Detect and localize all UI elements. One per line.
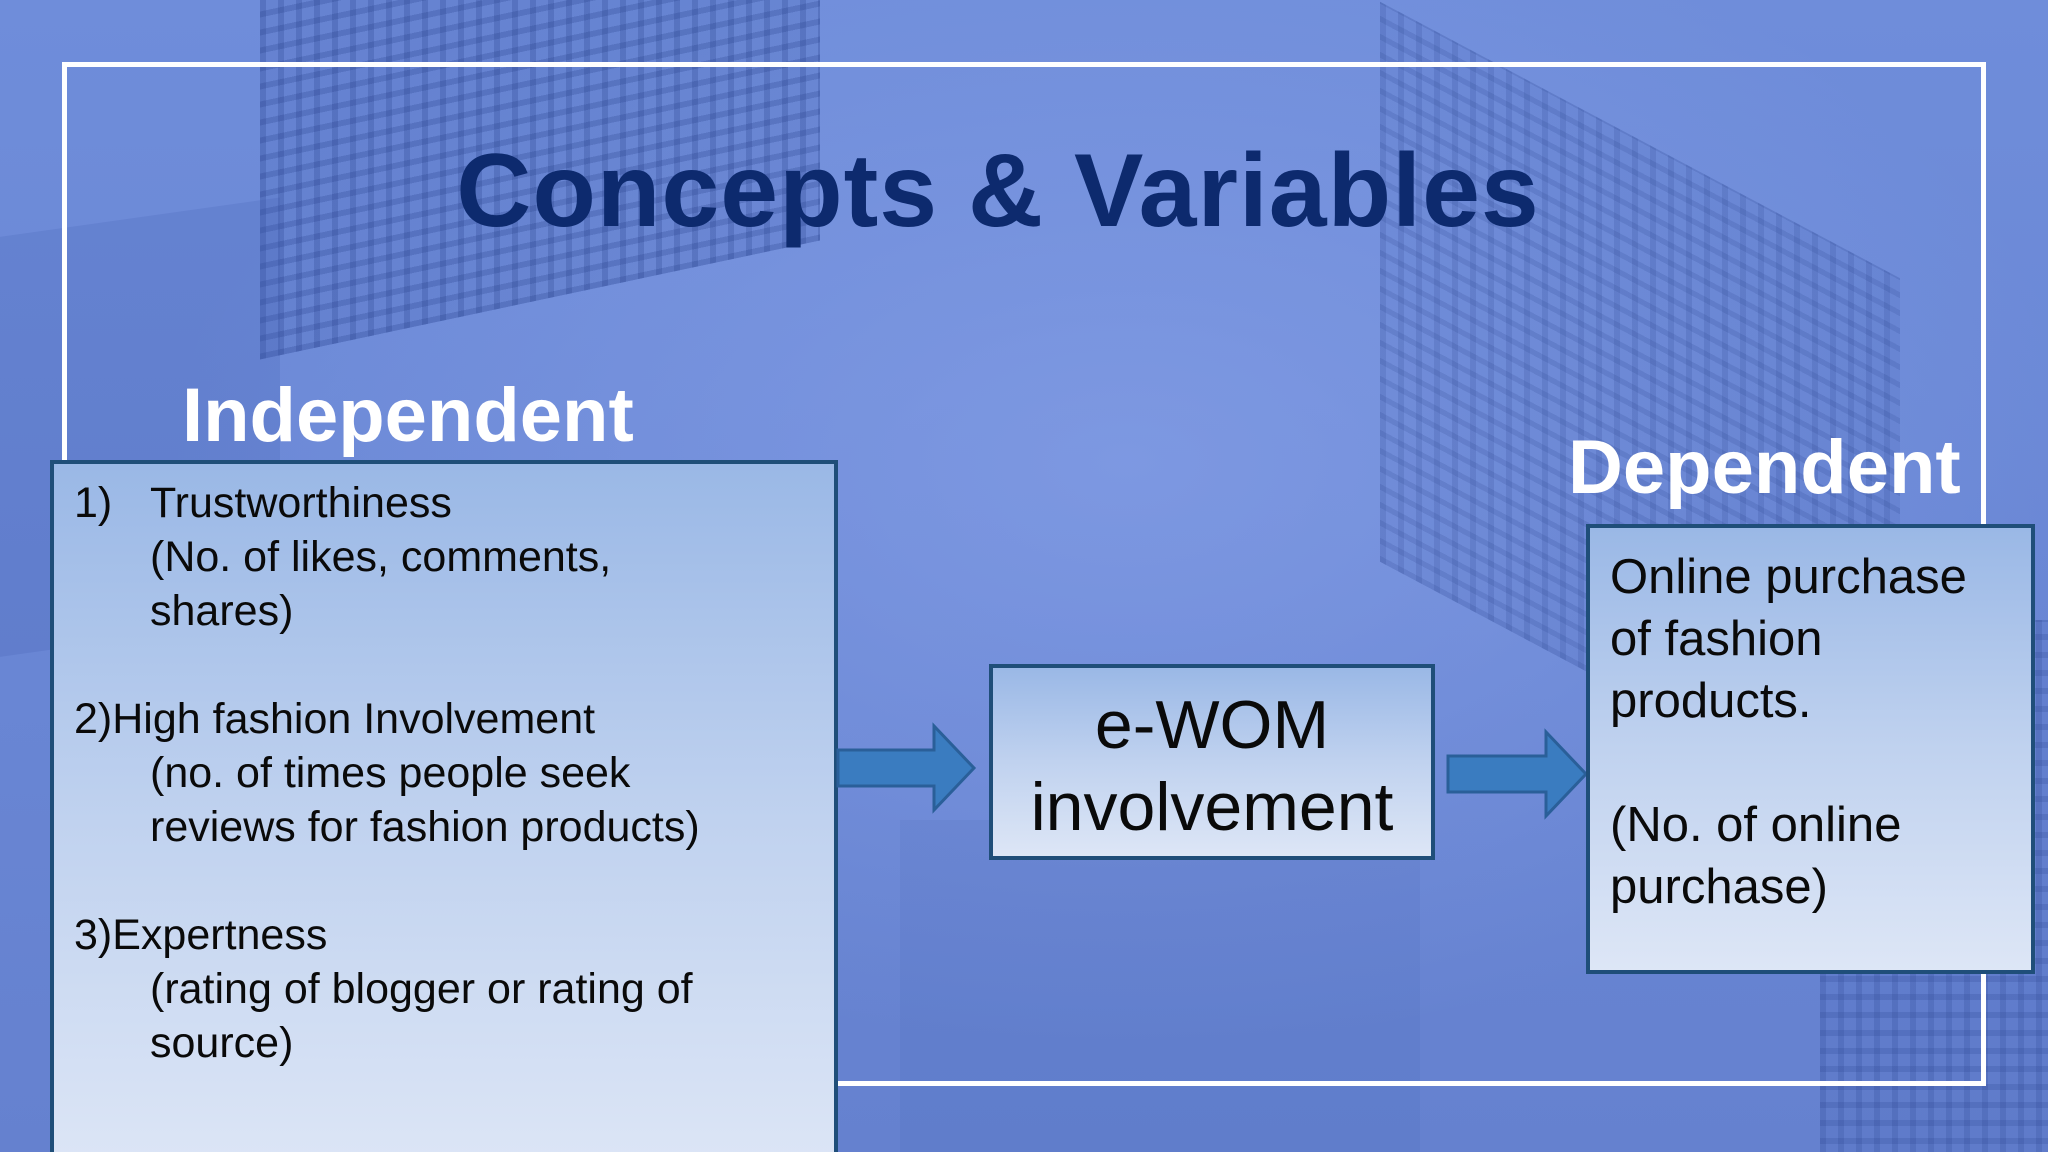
arrow-right-icon [836, 722, 977, 814]
independent-variables-box: 1) Trustworthiness (No. of likes, comment… [50, 460, 838, 1152]
item-detail-line: (no. of times people seek [150, 749, 631, 797]
independent-item: 2)High fashion Involvement (no. of times… [74, 692, 834, 854]
item-label: Trustworthiness [150, 479, 452, 527]
item-detail-line: (No. of likes, comments, [150, 533, 612, 581]
dependent-line: of fashion [1610, 612, 1823, 666]
dependent-line: products. [1610, 674, 1812, 728]
item-detail-line: source) [150, 1019, 294, 1067]
independent-item: 3)Expertness (rating of blogger or ratin… [74, 908, 834, 1070]
spacer [1610, 732, 2031, 794]
dependent-measure-line: (No. of online [1610, 798, 1902, 852]
dependent-line: Online purchase [1610, 550, 1967, 604]
slide-title: Concepts & Variables [456, 133, 1540, 249]
item-detail-line: shares) [150, 587, 294, 635]
item-label: High fashion Involvement [112, 695, 596, 743]
item-label: Expertness [112, 911, 328, 959]
independent-item-label: 1) Trustworthiness [74, 476, 834, 530]
dependent-measure-line: purchase) [1610, 860, 1828, 914]
arrow-right-icon [1446, 728, 1589, 820]
dependent-heading: Dependent [1568, 425, 1961, 510]
item-number: 2) [74, 695, 113, 743]
independent-item-label: 3)Expertness [74, 908, 834, 962]
item-detail-line: (rating of blogger or rating of [150, 965, 693, 1013]
mediator-box: e-WOM involvement [989, 664, 1435, 860]
item-number: 3) [74, 911, 113, 959]
mediator-line: involvement [1030, 769, 1394, 845]
independent-item: 1) Trustworthiness (No. of likes, comment… [74, 476, 834, 638]
independent-item-label: 2)High fashion Involvement [74, 692, 834, 746]
item-detail-line: reviews for fashion products) [150, 803, 700, 851]
dependent-variable-box: Online purchase of fashion products. (No… [1586, 524, 2035, 974]
background-building [900, 820, 1420, 1152]
mediator-line: e-WOM [1094, 687, 1330, 763]
item-number: 1) [74, 479, 113, 527]
independent-heading: Independent [182, 373, 634, 458]
